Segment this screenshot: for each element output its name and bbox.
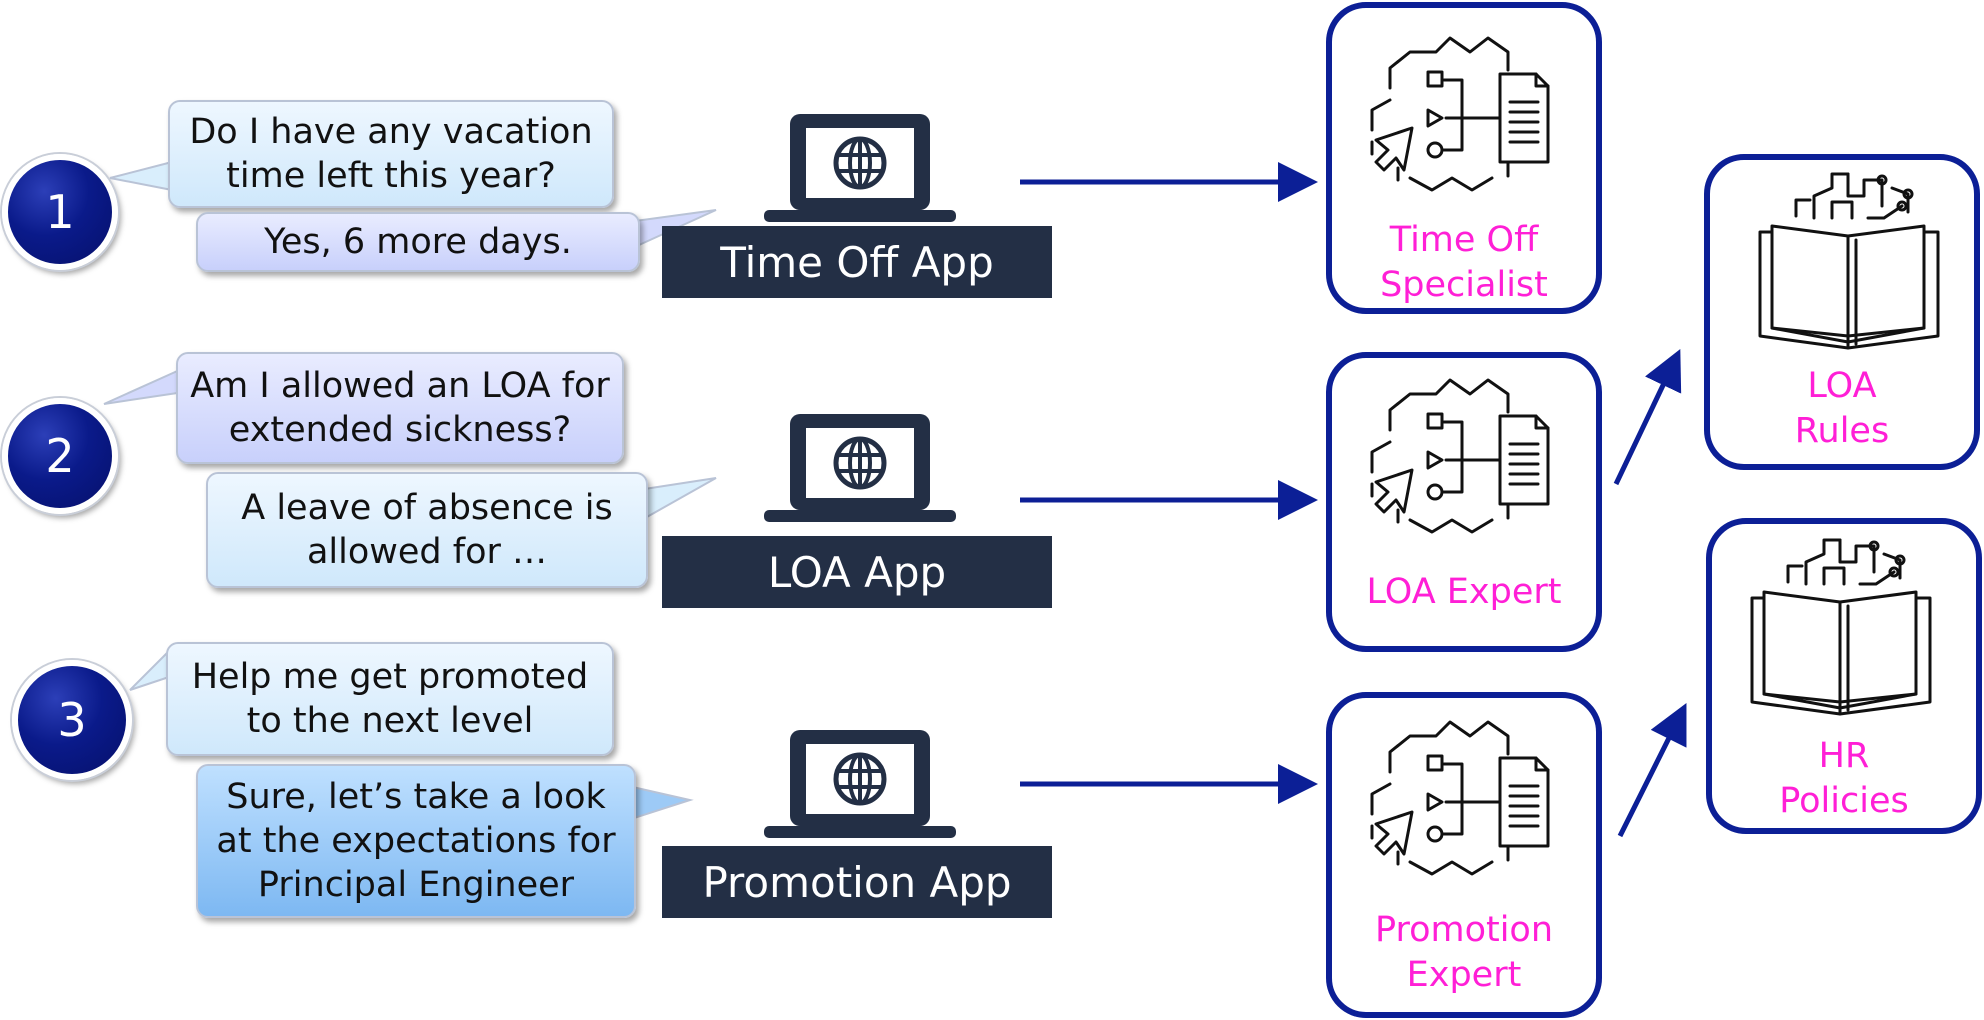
laptop-globe-icon [764, 414, 956, 522]
step-number: 3 [57, 693, 87, 747]
question-bubble: Do I have any vacation time left this ye… [168, 100, 614, 208]
arrow-agent3-to-kb2 [1617, 703, 1687, 838]
knowledge-label: LOA Rules [1794, 366, 1890, 451]
agent-workflow-icon [1370, 378, 1550, 534]
step-number-circle: 1 [2, 154, 118, 270]
knowledge-label: HR Policies [1779, 736, 1909, 821]
agent-box [1326, 692, 1602, 1018]
knowledge-book-icon [1758, 172, 1940, 350]
agent-workflow-icon [1370, 36, 1550, 192]
step-number: 2 [45, 429, 75, 483]
knowledge-box [1704, 154, 1980, 470]
app-label: Promotion App [662, 846, 1052, 918]
question-bubble: Help me get promoted to the next level [166, 642, 614, 756]
agent-name: Promotion Expert [1374, 910, 1554, 995]
agent-box [1326, 352, 1602, 652]
agent-box [1326, 2, 1602, 314]
app-label: LOA App [662, 536, 1052, 608]
answer-bubble: A leave of absence is allowed for … [206, 472, 648, 588]
answer-bubble: Sure, let’s take a look at the expectati… [196, 764, 636, 918]
step-number-circle: 3 [12, 660, 132, 780]
knowledge-book-icon [1750, 538, 1932, 716]
agent-name: LOA Expert [1366, 572, 1562, 612]
step-number: 1 [45, 185, 75, 239]
agent-workflow-icon [1370, 720, 1550, 876]
laptop-globe-icon [764, 730, 956, 838]
arrow-agent2-to-kb1 [1613, 348, 1682, 486]
laptop-globe-icon [764, 114, 956, 222]
question-bubble: Am I allowed an LOA for extended sicknes… [176, 352, 624, 464]
agent-name: Time Off Specialist [1380, 220, 1548, 305]
step-number-circle: 2 [2, 398, 118, 514]
answer-bubble: Yes, 6 more days. [196, 212, 640, 272]
app-label: Time Off App [662, 226, 1052, 298]
